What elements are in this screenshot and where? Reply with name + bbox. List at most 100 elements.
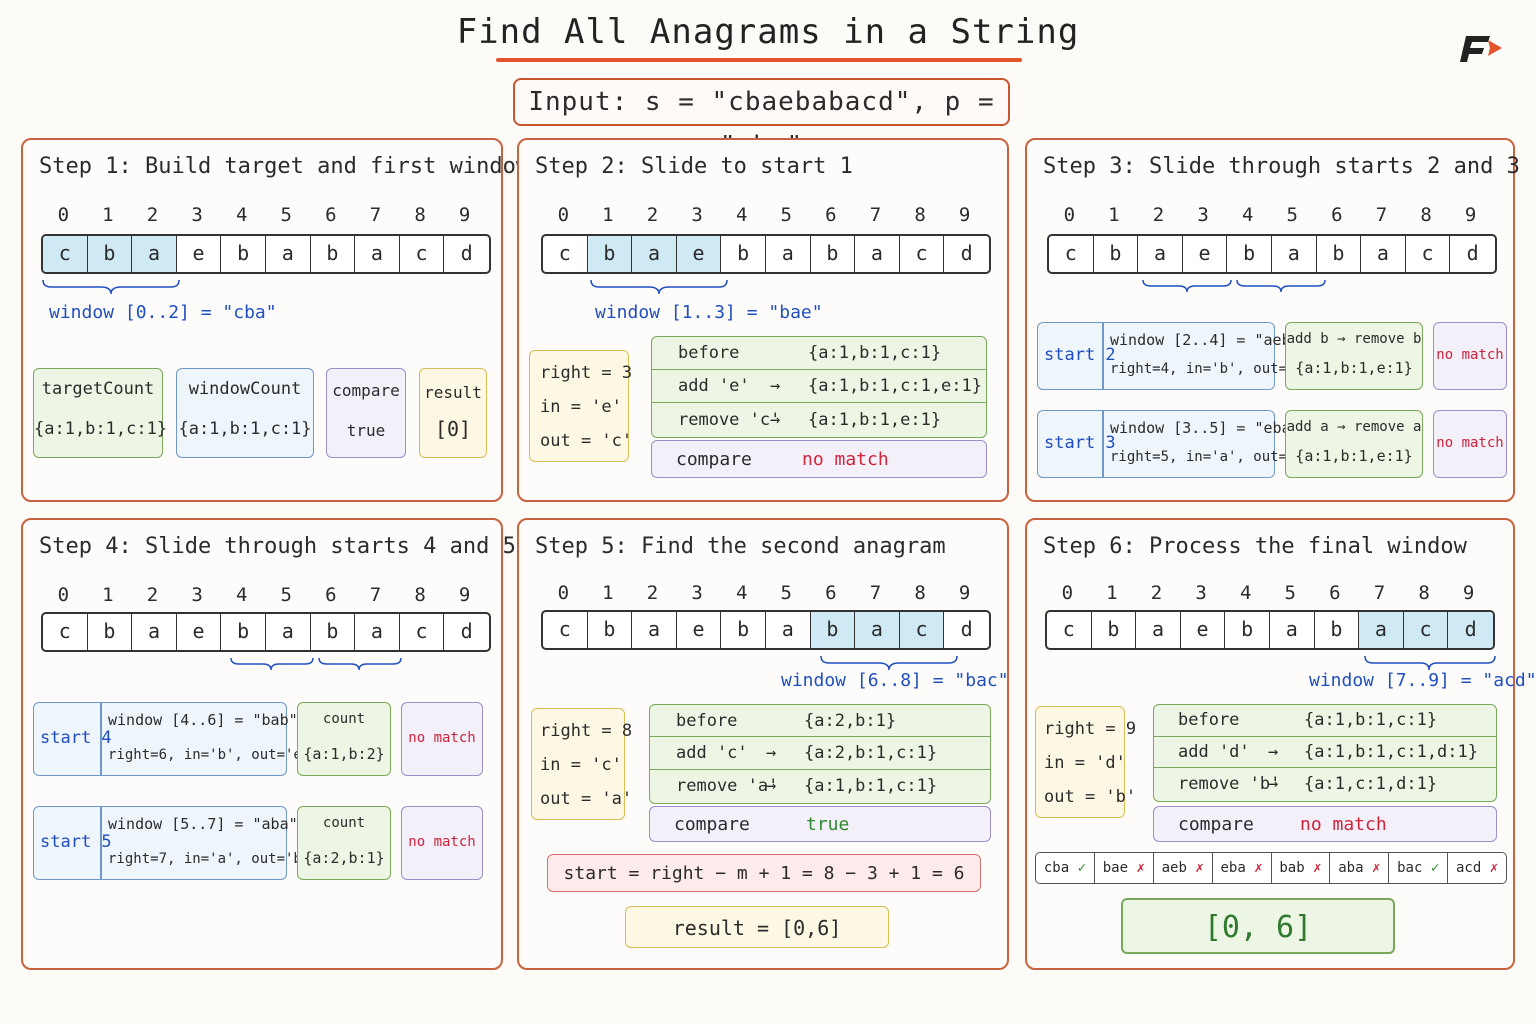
before-row: before {a:1,b:1,c:1} [652, 337, 986, 370]
index-label: 1 [1108, 204, 1120, 226]
index-label: 2 [146, 584, 159, 606]
array-cell: c [543, 236, 588, 272]
detail-text: right=5, in='a', out='a' [1110, 449, 1313, 465]
window-text: window [4..6] = "bab" [108, 711, 298, 729]
array-cell: a [266, 236, 311, 272]
detail-text: right=6, in='b', out='e' [108, 747, 311, 763]
array-cell: b [588, 612, 633, 648]
window-check-cell: bab ✗ [1272, 853, 1331, 883]
op-label: add a → remove a [1286, 419, 1422, 435]
count-box: count {a:1,b:2} [297, 702, 391, 776]
window-label: window [1..3] = "bae" [595, 302, 823, 323]
array-cell: e [1181, 612, 1226, 648]
remove-value: {a:1,c:1,d:1} [1304, 774, 1438, 795]
formula-box: start = right − m + 1 = 8 − 3 + 1 = 6 [547, 854, 981, 892]
count-value: {a:1,b:2} [303, 745, 385, 763]
count-box: count{a:2,b:1} [297, 806, 391, 880]
window-text: window [5..7] = "aba" [108, 815, 298, 833]
result-label: result [424, 383, 482, 402]
arrow-icon: → [770, 409, 781, 430]
match-result-text: no match [408, 730, 476, 746]
compare-label: compare [1178, 814, 1254, 835]
cross-icon: ✗ [1254, 860, 1263, 876]
array-cell: d [960, 241, 973, 265]
index-label: 5 [780, 582, 792, 604]
window-count-box: windowCount {a:1,b:1,c:1} [176, 368, 314, 458]
result-box: result [0] [419, 368, 487, 458]
window-brace [230, 657, 402, 671]
cross-icon: ✗ [1136, 860, 1145, 876]
window-text: window [2..4] = "aeb" [1110, 331, 1300, 349]
index-label: 4 [235, 204, 248, 226]
add-row: add 'c'→{a:2,b:1,c:1} [650, 737, 990, 770]
array-cell: e [676, 236, 722, 272]
index-label: 0 [557, 582, 570, 604]
check-icon: ✓ [1077, 860, 1087, 876]
out-char: out = 'c' [540, 431, 633, 451]
index-label: 2 [1150, 582, 1163, 604]
index-label: 6 [1331, 204, 1343, 226]
in-char: in = 'd' [1044, 753, 1126, 773]
index-label: 2 [646, 582, 659, 604]
add-label: add 'd' [1178, 742, 1250, 762]
add-label: add 'e' [678, 376, 750, 396]
index-label: 6 [325, 204, 337, 226]
index-label: 8 [414, 204, 426, 226]
index-label: 7 [369, 204, 382, 226]
array-cell: c [543, 612, 588, 648]
target-count-label: targetCount [41, 379, 155, 399]
array-cell: a [1359, 612, 1404, 648]
input-box: Input: s = "cbaebabacd", p = "abc" [513, 78, 1010, 161]
index-label: 4 [1241, 204, 1254, 226]
op-label: count [322, 711, 366, 727]
window-count-value: {a:1,b:1,c:1} [178, 419, 312, 439]
index-label: 1 [602, 582, 614, 604]
out-char: out = 'b' [1044, 787, 1137, 807]
compare-value: no match [1300, 814, 1387, 835]
start-label: start 5 [40, 832, 112, 852]
count-box: add b → remove b{a:1,b:1,e:1} [1285, 322, 1423, 390]
index-label: 8 [1418, 582, 1430, 604]
window-check-cell: bae ✗ [1095, 853, 1154, 883]
match-result: no match [1433, 410, 1507, 478]
index-label: 1 [102, 204, 114, 226]
in-char: in = 'e' [540, 397, 622, 417]
index-label: 0 [1061, 582, 1074, 604]
in-char: in = 'c' [540, 755, 622, 775]
index-label: 4 [1239, 582, 1252, 604]
window-brace [42, 279, 180, 295]
compare-value: true [346, 421, 386, 440]
add-value: {a:1,b:1,c:1,e:1} [808, 376, 982, 396]
target-count-box: targetCount {a:1,b:1,c:1} [33, 368, 168, 458]
before-value: {a:1,b:1,c:1} [808, 343, 942, 363]
array-cell: c [899, 612, 945, 648]
array-cell: b [88, 614, 133, 650]
compare-box: compare no match [1153, 806, 1497, 842]
arrow-icon: → [1268, 774, 1279, 795]
window-check-cell: eba ✗ [1213, 853, 1272, 883]
array-cell: d [960, 617, 973, 641]
array-cell: b [221, 614, 266, 650]
index-label: 0 [557, 204, 570, 226]
start-formula: start = right − m + 1 = 8 − 3 + 1 = 6 [563, 863, 965, 884]
array-cell: a [766, 236, 811, 272]
array-cell: c [43, 236, 88, 272]
count-value: {a:1,b:1,e:1} [1295, 359, 1413, 377]
step-2-title: Step 2: Slide to start 1 [535, 154, 853, 179]
before-label: before [678, 343, 740, 363]
compare-value: true [806, 814, 850, 835]
target-count-value: {a:1,b:1,c:1} [34, 419, 168, 439]
index-label: 3 [191, 584, 203, 606]
window-label: window [7..9] = "acd" [1309, 670, 1536, 691]
array-cell: a [1361, 236, 1406, 272]
array-cell: a [355, 614, 400, 650]
pointer-box: right = 8 in = 'c' out = 'a' [531, 708, 632, 820]
index-label: 5 [1286, 204, 1298, 226]
index-label: 7 [369, 584, 382, 606]
